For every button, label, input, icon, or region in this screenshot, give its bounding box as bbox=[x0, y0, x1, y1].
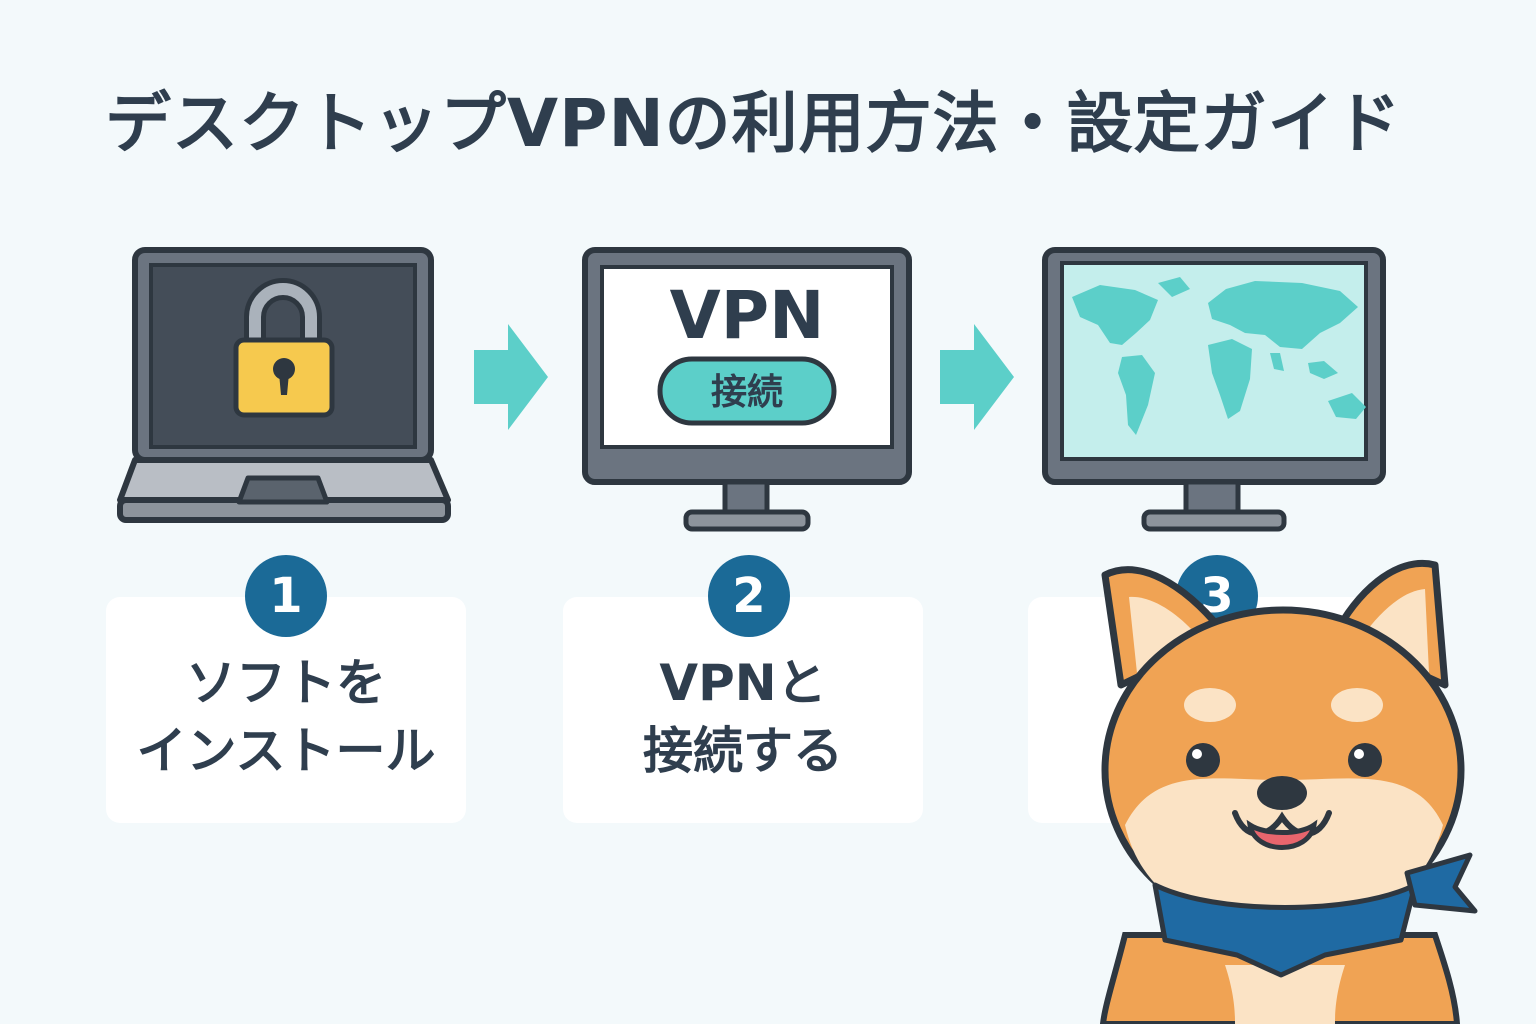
padlock-icon bbox=[233, 278, 335, 418]
step-1-label: ソフトを インストール bbox=[136, 654, 436, 780]
step-badge-2: 2 bbox=[708, 555, 790, 637]
connect-button: 接続 bbox=[657, 356, 837, 426]
laptop-lock-illustration bbox=[117, 247, 451, 523]
world-map-icon bbox=[1072, 277, 1366, 435]
page-title: デスクトップVPNの利用方法・設定ガイド bbox=[105, 85, 1402, 162]
shiba-mascot-illustration bbox=[1099, 560, 1478, 1024]
step-card-1: ソフトを インストール bbox=[106, 597, 466, 823]
step-arrow-1 bbox=[474, 324, 548, 430]
monitor-world-map-illustration bbox=[1042, 247, 1386, 532]
step-arrow-2 bbox=[940, 324, 1014, 430]
step-badge-1: 1 bbox=[245, 555, 327, 637]
monitor-vpn-illustration: VPN 接続 bbox=[582, 247, 912, 532]
step-card-2: VPNと 接続する bbox=[563, 597, 923, 823]
svg-text:接続: 接続 bbox=[711, 372, 783, 413]
step-2-label: VPNと 接続する bbox=[643, 654, 843, 780]
vpn-label: VPN bbox=[670, 277, 825, 354]
